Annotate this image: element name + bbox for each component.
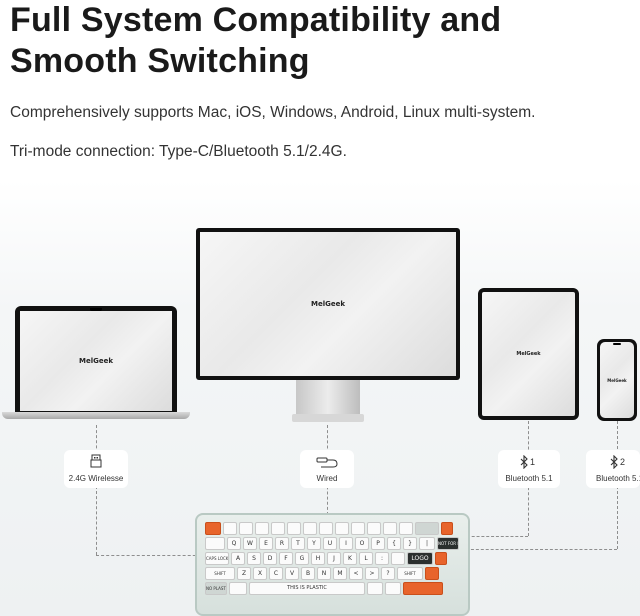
wireless-connection: 2.4G Wirelesse [64,450,128,488]
phone-screen: MelGeek [600,342,634,418]
bluetooth2-index: 2 [620,457,626,467]
key [383,522,397,535]
key: D [263,552,277,565]
key: V [285,567,299,580]
key: K [343,552,357,565]
bluetooth-icon [520,455,528,469]
key: R [275,537,289,550]
phone: MelGeek [597,339,637,421]
wired-connection: Wired [300,450,354,488]
wireless-label: 2.4G Wirelesse [68,474,124,483]
key: J [327,552,341,565]
key [385,582,401,595]
subtitle: Comprehensively supports Mac, iOS, Windo… [10,104,536,121]
keyboard: Q W E R T Y U I O P { } | NOT FOR RESALE… [195,513,470,616]
key: { [387,537,401,550]
key: O [355,537,369,550]
key: P [371,537,385,550]
key [403,582,443,595]
key [367,522,381,535]
bluetooth2-connection: 2 Bluetooth 5.1 [586,450,640,488]
laptop-base [2,412,190,419]
key: H [311,552,325,565]
key [435,552,447,565]
key [255,522,269,535]
key [425,567,439,580]
bluetooth1-connection: 1 Bluetooth 5.1 [498,450,560,488]
key [441,522,453,535]
monitor: MelGeek [196,228,460,424]
key-no-plastic: NO PLASTIC [205,582,227,595]
key [223,522,237,535]
key: B [301,567,315,580]
laptop: MelGeek [2,306,190,424]
phone-brand: MelGeek [607,377,627,383]
key: G [295,552,309,565]
bluetooth1-label: Bluetooth 5.1 [505,474,553,483]
key: E [259,537,273,550]
key: C [269,567,283,580]
key: A [231,552,245,565]
key: M [333,567,347,580]
key-logo: LOGO [407,552,433,565]
wired-label: Wired [316,474,338,483]
key [271,522,285,535]
key: I [339,537,353,550]
key: T [291,537,305,550]
key-tab [205,537,225,550]
key [391,552,405,565]
tablet: MelGeek [478,288,579,420]
key: W [243,537,257,550]
key: : [375,552,389,565]
key [205,522,221,535]
key: Z [237,567,251,580]
tablet-brand: MelGeek [516,351,541,357]
cable-icon [316,457,338,468]
usb-dongle-icon [90,454,102,468]
monitor-stand [296,380,360,416]
key [303,522,317,535]
key: N [317,567,331,580]
key: > [365,567,379,580]
key: S [247,552,261,565]
key: | [419,537,435,550]
badge-not-for-resale: NOT FOR RESALE [437,537,459,550]
bluetooth-icon [610,455,618,469]
laptop-screen: MelGeek [20,311,172,411]
key [335,522,349,535]
key: U [323,537,337,550]
tablet-screen: MelGeek [482,292,575,416]
key: L [359,552,373,565]
bluetooth2-label: Bluetooth 5.1 [596,474,640,483]
key: Q [227,537,241,550]
key [367,582,383,595]
key: < [349,567,363,580]
key: F [279,552,293,565]
key: X [253,567,267,580]
title-line-2: Smooth Switching [10,42,310,80]
key [351,522,365,535]
key: ? [381,567,395,580]
key [415,522,439,535]
connection-subtitle: Tri-mode connection: Type-C/Bluetooth 5.… [10,143,347,160]
key-space: THIS IS PLASTIC [249,582,365,595]
key: } [403,537,417,550]
key-shift-left: SHIFT [205,567,235,580]
key-caps: CAPS LOCK [205,552,229,565]
key [319,522,333,535]
title-line-1: Full System Compatibility and [10,1,502,39]
key-shift-right: SHIFT [397,567,423,580]
key [229,582,247,595]
monitor-screen: MelGeek [200,232,456,376]
page-title: Full System Compatibility and Smooth Swi… [10,0,630,82]
bluetooth1-index: 1 [530,457,536,467]
key [287,522,301,535]
key [399,522,413,535]
key [239,522,253,535]
key: Y [307,537,321,550]
laptop-brand: MelGeek [78,357,113,365]
monitor-brand: MelGeek [310,300,345,308]
